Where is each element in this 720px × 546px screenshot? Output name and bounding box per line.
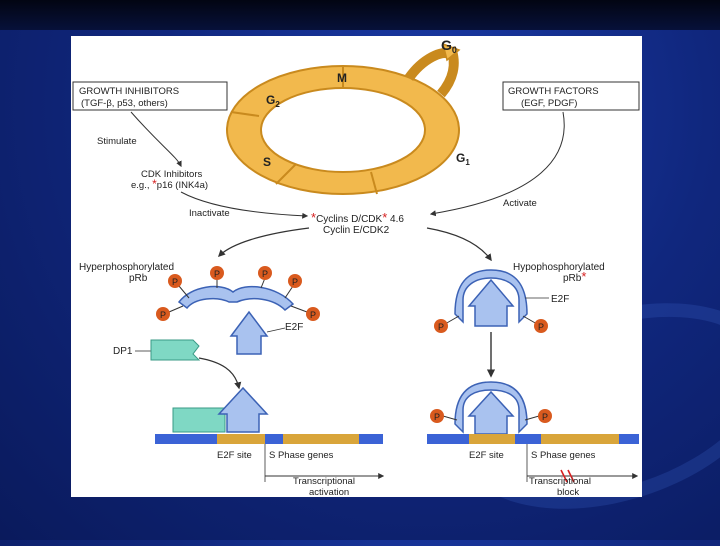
svg-text:P: P bbox=[310, 310, 316, 320]
cell-cycle-diagram: G0 M G2 S G1 GROWTH INHIBITORS (TGF-β, p… bbox=[72, 37, 640, 497]
e2f-bound-left bbox=[217, 386, 269, 433]
binding-arrow bbox=[198, 357, 242, 390]
svg-text:P: P bbox=[538, 322, 544, 332]
block-label-1: Transcriptional bbox=[529, 476, 591, 487]
g2-phase-label: G2 bbox=[266, 93, 280, 109]
phosphate-icon bbox=[534, 319, 548, 333]
hypo-complex-top bbox=[454, 269, 528, 327]
svg-text:P: P bbox=[172, 277, 178, 287]
growth-factors-title: GROWTH FACTORS bbox=[508, 86, 599, 97]
svg-text:P: P bbox=[434, 412, 440, 422]
hypo-label: Hypophosphorylated bbox=[513, 262, 605, 273]
hyper-phosphates: P P P P P P bbox=[156, 266, 320, 321]
phosphate-icon bbox=[430, 409, 444, 423]
phosphate-icon bbox=[288, 274, 302, 288]
phosphate-icon bbox=[210, 266, 224, 280]
to-hyper-arrow bbox=[217, 227, 310, 258]
g1-phase-label: G1 bbox=[456, 151, 470, 167]
e2f-site-label-right: E2F site bbox=[469, 450, 504, 461]
stimulate-arrow bbox=[130, 111, 182, 168]
e2f-label-left: E2F bbox=[285, 322, 303, 333]
activate-label: Activate bbox=[503, 198, 537, 209]
hypo-prb-label: pRb* bbox=[563, 269, 586, 284]
stimulate-label: Stimulate bbox=[97, 136, 137, 147]
hyper-prb-label: pRb bbox=[129, 273, 148, 284]
phosphate-icon bbox=[434, 319, 448, 333]
s-phase-label: S bbox=[263, 155, 271, 169]
slide-top-band bbox=[0, 0, 720, 30]
growth-inhibitors-box: GROWTH INHIBITORS (TGF-β, p53, others) bbox=[72, 81, 228, 111]
diagram-panel: G0 M G2 S G1 GROWTH INHIBITORS (TGF-β, p… bbox=[71, 36, 642, 497]
dp1-protein bbox=[150, 339, 201, 361]
s-phase-genes-label-right: S Phase genes bbox=[531, 450, 596, 461]
inactivate-arrow bbox=[180, 191, 309, 219]
svg-text:P: P bbox=[542, 412, 548, 422]
growth-inhibitors-detail: (TGF-β, p53, others) bbox=[81, 98, 168, 109]
block-mark bbox=[560, 469, 568, 483]
s-phase-genes-label-left: S Phase genes bbox=[269, 450, 334, 461]
growth-inhibitors-title: GROWTH INHIBITORS bbox=[79, 86, 179, 97]
cdk-inhibitors-label: CDK Inhibitors bbox=[141, 169, 202, 180]
phosphate-icon bbox=[156, 307, 170, 321]
cyclins-e-label: Cyclin E/CDK2 bbox=[323, 225, 390, 236]
hyper-label: Hyperphosphorylated bbox=[79, 262, 174, 273]
svg-text:P: P bbox=[160, 310, 166, 320]
dp1-bound bbox=[172, 407, 226, 433]
cyclins-d-label: *Cyclins D/CDK* 4.6 bbox=[311, 210, 404, 225]
phosphate-icon bbox=[258, 266, 272, 280]
dna-left bbox=[155, 434, 383, 444]
activation-label-2: activation bbox=[309, 487, 349, 497]
phosphate-icon bbox=[306, 307, 320, 321]
phosphate-icon bbox=[538, 409, 552, 423]
hyper-prb-protein bbox=[177, 285, 295, 311]
inactivate-label: Inactivate bbox=[189, 208, 230, 219]
activate-arrow bbox=[429, 111, 565, 217]
e2f-site-label-left: E2F site bbox=[217, 450, 252, 461]
to-hypo-arrow bbox=[426, 227, 492, 262]
hypo-complex-bound bbox=[454, 381, 528, 435]
dp1-label: DP1 bbox=[113, 346, 133, 357]
growth-factors-detail: (EGF, PDGF) bbox=[521, 98, 577, 109]
svg-text:P: P bbox=[438, 322, 444, 332]
svg-text:P: P bbox=[292, 277, 298, 287]
growth-factors-box: GROWTH FACTORS (EGF, PDGF) bbox=[502, 81, 640, 111]
block-mark bbox=[567, 469, 575, 483]
svg-text:P: P bbox=[262, 269, 268, 279]
m-phase-label: M bbox=[337, 71, 347, 85]
activation-label-1: Transcriptional bbox=[293, 476, 355, 487]
svg-text:P: P bbox=[214, 269, 220, 279]
cdk-inhibitors-example: e.g., *p16 (INK4a) bbox=[131, 177, 208, 191]
e2f-label-right: E2F bbox=[551, 294, 569, 305]
g0-label: G0 bbox=[441, 37, 457, 55]
block-label-2: block bbox=[557, 487, 579, 497]
cell-cycle-ring bbox=[226, 65, 460, 195]
phosphate-icon bbox=[168, 274, 182, 288]
e2f-protein-left bbox=[229, 310, 269, 355]
dna-right bbox=[427, 434, 639, 444]
g0-loop-arrow bbox=[404, 42, 461, 98]
